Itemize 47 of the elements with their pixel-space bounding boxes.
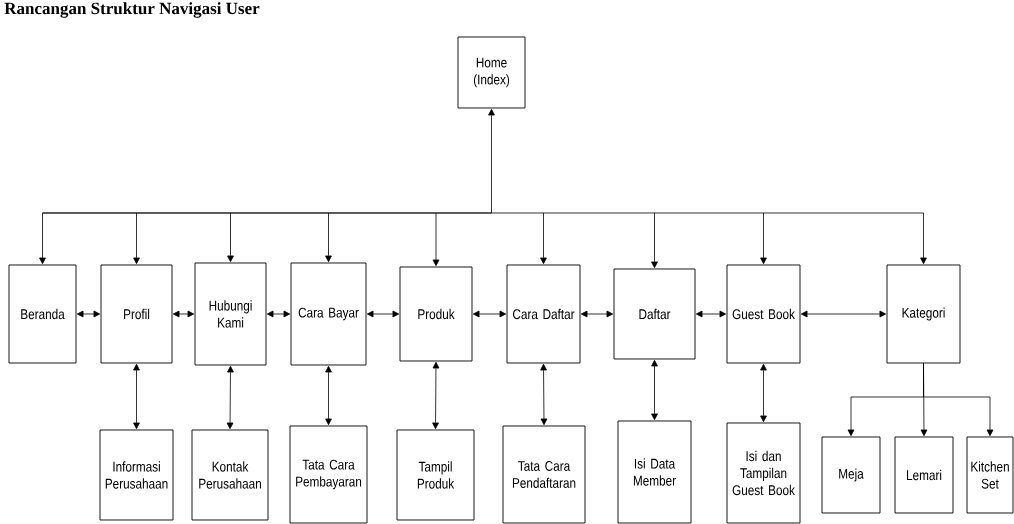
page-box: Hubungi Kami [194, 262, 267, 366]
arrow [472, 310, 507, 318]
page-box: Isi dan Tampilan Guest Book [726, 422, 801, 524]
arrow [227, 212, 234, 263]
arrow [540, 212, 547, 265]
page-box: Kontak Perusahaan [191, 429, 269, 521]
arrow [760, 363, 767, 423]
page-box: Profil [100, 264, 173, 364]
arrow [39, 212, 46, 265]
arrow [432, 361, 440, 430]
page-box: Tata Cara Pendaftaran [502, 425, 586, 524]
page-box: Isi Data Member [617, 420, 692, 524]
arrow [923, 363, 994, 437]
arrow [695, 310, 727, 318]
page-box: Guest Book [726, 264, 801, 364]
page-box: Home (Index) [457, 36, 526, 109]
arrow [920, 212, 927, 265]
arrow [133, 212, 140, 265]
page-box: Produk [399, 266, 473, 362]
page-box: Cara Bayar [290, 262, 367, 366]
page-box: Beranda [8, 264, 77, 364]
page-box: Meja [821, 436, 881, 514]
page-box: Kategori [886, 264, 961, 364]
arrow [800, 310, 887, 318]
arrow [42, 108, 924, 214]
arrow [172, 310, 195, 318]
title: Rancangan Struktur Navigasi User [4, 2, 260, 18]
arrow [366, 310, 400, 318]
arrow [540, 363, 548, 426]
page-box: Lemari [894, 436, 954, 514]
page-box: Daftar [613, 268, 696, 360]
page-box: Informasi Perusahaan [99, 429, 174, 521]
arrow [651, 212, 658, 269]
arrow [325, 365, 332, 426]
arrow [133, 363, 140, 430]
page-box: Kitchen Set [966, 436, 1014, 514]
arrow [226, 365, 234, 430]
arrow [580, 310, 614, 318]
arrow [651, 359, 658, 421]
arrow [76, 310, 101, 318]
arrow [760, 212, 767, 265]
page-box: Cara Daftar [506, 264, 581, 364]
page-box: Tata Cara Pembayaran [289, 425, 368, 524]
arrow [325, 212, 332, 263]
page-box: Tampil Produk [396, 429, 475, 521]
arrow [432, 212, 440, 267]
arrow [266, 310, 291, 318]
